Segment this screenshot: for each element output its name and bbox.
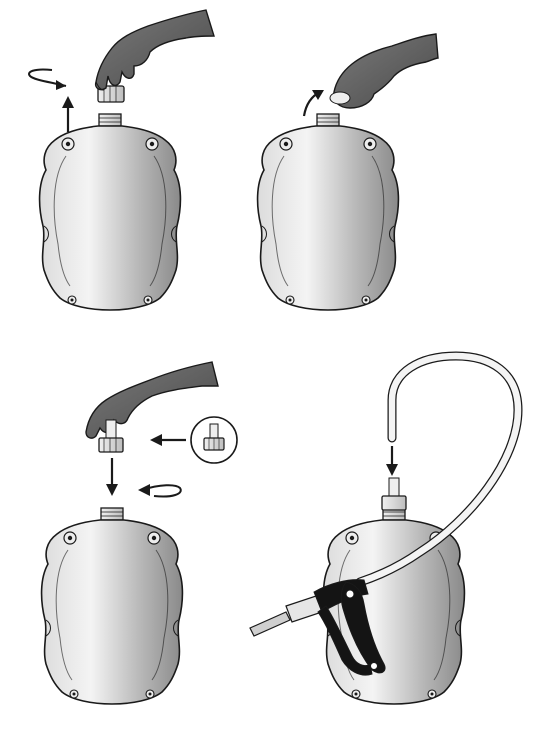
step-1-panel: [28, 9, 215, 311]
bottle-cap: [97, 85, 125, 103]
dosing-gun: [249, 579, 386, 676]
down-arrow-icon: [386, 446, 398, 476]
bottle-1: [38, 113, 182, 311]
bottle-2: [256, 113, 400, 311]
rotate-clockwise-icon: [138, 484, 182, 498]
insert-arrow-icon: [150, 434, 186, 446]
adapter-cap: [98, 419, 124, 453]
adapter-cap-icon: [190, 416, 238, 464]
fitted-adapter-cap: [381, 477, 407, 511]
step-2-panel: [256, 33, 439, 311]
glove-hand-1: [94, 9, 215, 91]
rotate-counterclockwise-icon: [28, 68, 67, 90]
step-4-panel: [249, 351, 523, 705]
step-3-panel: [40, 361, 238, 705]
down-arrow-icon: [106, 458, 118, 496]
hose: [355, 351, 523, 587]
lift-up-arrow-icon: [302, 90, 324, 117]
glove-hand-2: [329, 33, 439, 109]
lift-up-arrow-icon: [62, 96, 74, 132]
bottle-3: [40, 507, 184, 705]
